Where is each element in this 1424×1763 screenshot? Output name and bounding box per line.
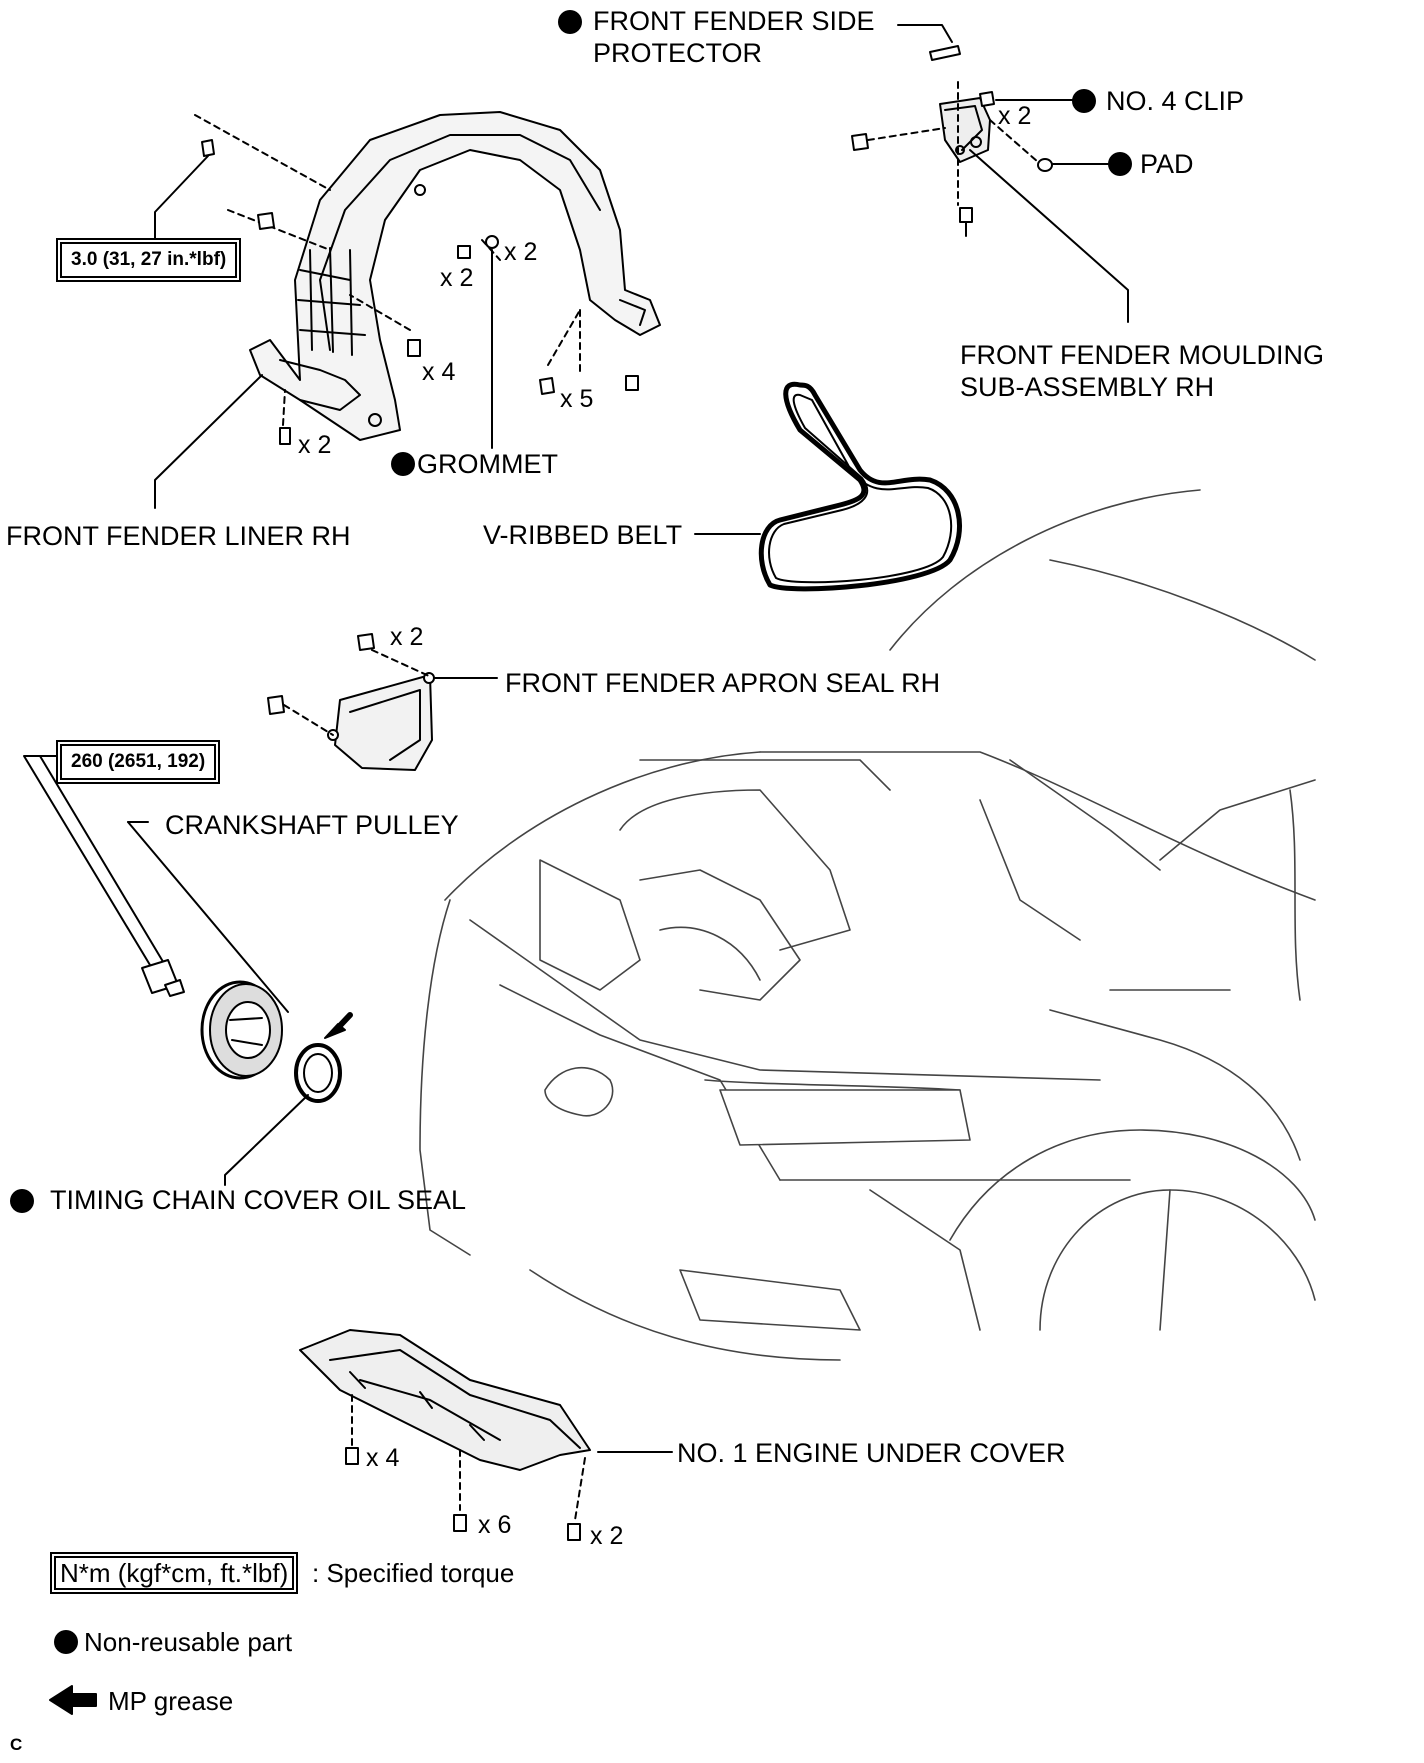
fender-moulding-drawing [851, 81, 1129, 323]
under-cover-label: NO. 1 ENGINE UNDER COVER [677, 1438, 1066, 1468]
non-reusable-icon [558, 10, 582, 34]
under-left-quantity: x 4 [366, 1444, 400, 1472]
non-reusable-icon [1072, 89, 1096, 113]
crankshaft-drawing [23, 755, 353, 1186]
apron-quantity: x 2 [390, 623, 424, 651]
liner-clip-quantity: x 4 [422, 358, 456, 386]
apron-seal-drawing [267, 633, 498, 771]
side-protector-drawing [897, 24, 961, 61]
non-reusable-icon [54, 1630, 78, 1654]
grommet-label: GROMMET [417, 449, 558, 479]
vehicle-outline-drawing [419, 489, 1316, 1361]
no4-clip-label: NO. 4 CLIP [1106, 86, 1245, 116]
liner-label: FRONT FENDER LINER RH [6, 521, 351, 551]
legend-torque-text: : Specified torque [312, 1558, 515, 1588]
moulding-label: FRONT FENDER MOULDING [960, 340, 1325, 370]
liner-right-quantity: x 5 [560, 385, 594, 413]
non-reusable-icon [10, 1189, 34, 1213]
legend-non-reusable: Non-reusable part [84, 1627, 293, 1657]
liner-grommet-quantity: x 2 [504, 238, 538, 266]
under-mid-quantity: x 6 [478, 1511, 512, 1539]
legend-torque-box: N*m (kgf*cm, ft.*lbf) [54, 1556, 295, 1590]
oil-seal-label: TIMING CHAIN COVER OIL SEAL [50, 1185, 467, 1215]
non-reusable-icon [391, 452, 415, 476]
legend-grease: MP grease [108, 1686, 234, 1716]
apron-seal-label: FRONT FENDER APRON SEAL RH [505, 668, 941, 698]
corner-code: C [10, 1735, 23, 1754]
under-right-quantity: x 2 [590, 1522, 624, 1550]
fender-liner-drawing [154, 111, 661, 509]
crank-torque-box: 260 (2651, 192) [60, 744, 217, 780]
side-protector-label: FRONT FENDER SIDE [593, 6, 875, 36]
crank-pulley-label: CRANKSHAFT PULLEY [165, 810, 459, 840]
v-belt-label: V-RIBBED BELT [483, 520, 683, 550]
under-cover-drawing [299, 1329, 673, 1541]
moulding-label-2: SUB-ASSEMBLY RH [960, 372, 1215, 402]
liner-lower-quantity: x 2 [298, 431, 332, 459]
liner-screw-quantity: x 2 [440, 264, 474, 292]
v-belt-drawing [694, 381, 963, 592]
pad-label: PAD [1140, 149, 1194, 179]
liner-torque-box: 3.0 (31, 27 in.*lbf) [60, 242, 238, 278]
grease-arrow-icon [49, 1685, 97, 1715]
side-protector-label-2: PROTECTOR [593, 38, 763, 68]
clip-quantity: x 2 [998, 102, 1032, 130]
non-reusable-icon [1108, 152, 1132, 176]
